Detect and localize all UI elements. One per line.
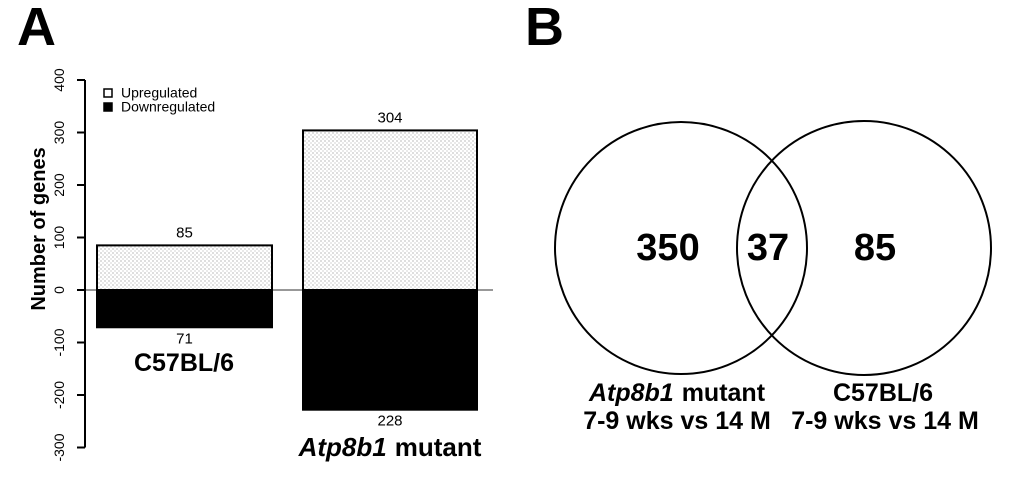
y-axis-tick-label: -200: [51, 381, 67, 409]
category-label-c57bl6: C57BL/6: [134, 349, 234, 377]
legend-upregulated-label: Upregulated: [121, 85, 197, 101]
venn-left-set-label-italic: Atp8b1: [588, 379, 674, 407]
chart-legend: Upregulated Downregulated: [103, 85, 215, 115]
bar-value-label: 228: [377, 413, 402, 430]
downregulated-bar: [96, 289, 273, 329]
downregulated-bar: [302, 289, 478, 411]
bar-chart-svg: 400 300 200 100 0 -100 -200 -300 85 304 71 228 Numb…: [28, 68, 493, 462]
upregulated-bar: [302, 129, 478, 291]
venn-right-circle: [736, 120, 992, 376]
venn-right-set-sublabel: 7-9 wks vs 14 M: [791, 407, 979, 435]
y-axis-tick-label: 200: [51, 173, 67, 197]
y-axis-tick-label: 300: [51, 121, 67, 145]
venn-left-count: 350: [636, 227, 699, 269]
y-axis-tick-label: 0: [51, 286, 67, 294]
category-label-atp8b1-rest: mutant: [395, 432, 482, 462]
category-label-atp8b1: Atp8b1 mutant: [298, 432, 482, 462]
y-axis-title: Number of genes: [28, 147, 50, 310]
y-axis-tick-label: 100: [51, 226, 67, 250]
bar-value-label: 85: [176, 224, 193, 241]
venn-right-count: 85: [854, 227, 896, 269]
bar-chart-dynamic-layer: 400 300 200 100 0 -100 -200 -300 85 304 71 228: [51, 68, 493, 462]
venn-left-set-sublabel: 7-9 wks vs 14 M: [583, 407, 771, 435]
venn-left-set-label-rest: mutant: [682, 379, 766, 407]
venn-left-circle: [554, 121, 808, 375]
venn-intersection-count: 37: [747, 227, 789, 269]
legend-downregulated-label: Downregulated: [121, 99, 215, 115]
upregulated-bar: [96, 244, 273, 291]
y-axis-tick-label: 400: [51, 68, 67, 92]
bar-value-label: 71: [176, 330, 193, 347]
panel-a-letter: A: [17, 0, 56, 57]
venn-left-set-label: Atp8b1 mutant: [588, 379, 766, 407]
y-axis-tick-label: -300: [51, 433, 67, 461]
panel-b-letter: B: [525, 0, 564, 57]
venn-right-set-label: C57BL/6: [833, 379, 933, 407]
y-axis-tick-label: -100: [51, 328, 67, 356]
venn-diagram-svg: 350 37 85 Atp8b1 mutant 7-9 wks vs 14 M C…: [554, 120, 992, 435]
legend-upregulated-swatch: [103, 88, 113, 98]
category-label-atp8b1-italic: Atp8b1: [298, 432, 387, 462]
legend-downregulated-swatch: [103, 102, 113, 112]
bar-value-label: 304: [377, 109, 402, 126]
